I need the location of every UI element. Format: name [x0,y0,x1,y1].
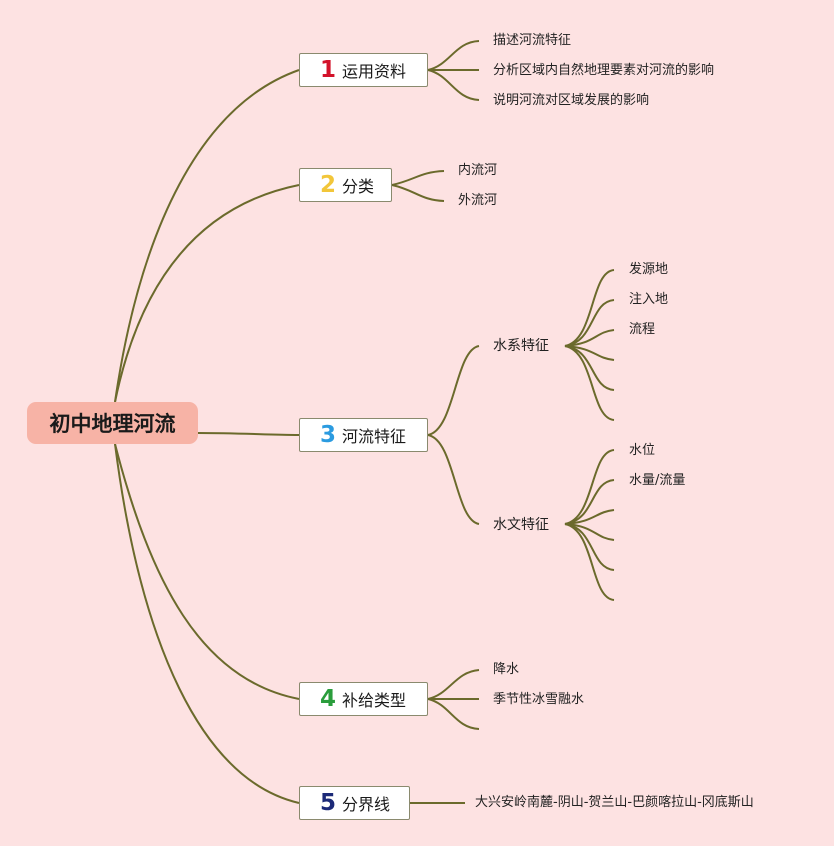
edge-sub2-leaf-2 [564,479,615,525]
edge-b2-leaf-2 [391,184,445,202]
leaf-node[interactable]: 描述河流特征 [493,33,572,48]
leaf-node[interactable]: 水位 [629,443,656,458]
sub-node-hydrology[interactable]: 水文特征 [493,517,549,533]
branch-node-5[interactable]: 5 分界线 [299,786,410,820]
leaf-node[interactable]: 分析区域内自然地理要素对河流的影响 [493,63,715,78]
leaf-node[interactable]: 外流河 [458,193,498,208]
edge-sub1-leaf-6 [564,345,615,421]
edge-root-branch-4 [114,443,300,700]
edge-sub1-leaf-5 [564,345,615,391]
branch-node-2[interactable]: 2 分类 [299,168,392,202]
sub-node-water-system[interactable]: 水系特征 [493,338,549,354]
edge-b2-leaf-1 [391,170,445,186]
edge-root-branch-1 [114,69,300,403]
number-3-icon: 3 [320,421,337,448]
edge-root-branch-2 [114,184,300,403]
edge-b4-leaf-1 [427,669,480,700]
edge-sub2-leaf-1 [564,449,615,525]
edge-sub1-leaf-3 [564,329,615,347]
branch-label: 河流特征 [342,427,407,446]
leaf-node[interactable]: 水量/流量 [629,473,686,488]
root-node[interactable]: 初中地理河流 [27,402,198,444]
edge-root-branch-5 [114,443,300,804]
edge-sub2-leaf-3 [564,509,615,525]
number-5-icon: 5 [320,789,337,816]
branch-label: 分类 [342,177,375,196]
edge-b1-leaf-3 [427,69,480,101]
edge-sub2-leaf-5 [564,523,615,571]
leaf-node[interactable]: 降水 [493,662,520,677]
edge-root-branch-3 [197,432,300,436]
branch-label: 补给类型 [342,691,407,710]
leaf-node[interactable]: 内流河 [458,163,498,178]
branch-node-3[interactable]: 3 河流特征 [299,418,428,452]
edge-b1-leaf-1 [427,40,480,71]
leaf-node[interactable]: 说明河流对区域发展的影响 [493,93,650,108]
number-2-icon: 2 [320,171,337,198]
edge-sub1-leaf-2 [564,299,615,347]
edge-b3-sub-1 [427,345,480,436]
branch-node-1[interactable]: 1 运用资料 [299,53,428,87]
branch-label: 分界线 [342,795,391,814]
leaf-node[interactable]: 大兴安岭南麓-阴山-贺兰山-巴颜喀拉山-冈底斯山 [475,795,754,810]
branch-node-4[interactable]: 4 补给类型 [299,682,428,716]
edge-b4-leaf-3 [427,698,480,730]
number-1-icon: 1 [320,56,337,83]
number-4-icon: 4 [320,685,337,712]
leaf-node[interactable]: 注入地 [629,292,669,307]
leaf-node[interactable]: 发源地 [629,262,669,277]
edge-b3-sub-2 [427,434,480,525]
branch-label: 运用资料 [342,62,407,81]
leaf-node[interactable]: 流程 [629,322,656,337]
edge-sub1-leaf-1 [564,269,615,347]
edge-sub2-leaf-6 [564,523,615,601]
leaf-node[interactable]: 季节性冰雪融水 [493,692,585,707]
